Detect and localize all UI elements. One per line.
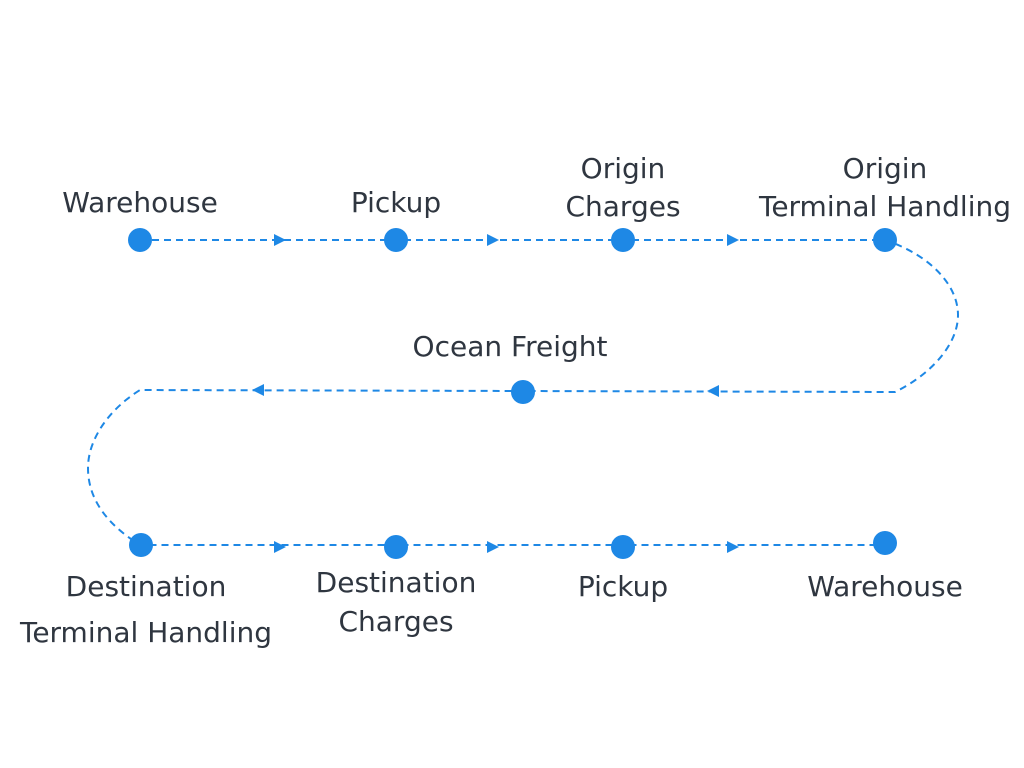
stop-label: Warehouse (62, 186, 218, 219)
stop-label-line: Charges (565, 190, 680, 223)
stop-label: Pickup (578, 570, 668, 603)
stop-label-line: Warehouse (807, 570, 963, 603)
arrow-layer (252, 234, 739, 553)
arrow-right-icon (727, 541, 739, 553)
stop-node (128, 228, 152, 252)
arrow-right-icon (487, 541, 499, 553)
stop-node (129, 533, 153, 557)
stop-node (611, 228, 635, 252)
stop-label-line: Origin (581, 152, 666, 185)
stop-node (611, 535, 635, 559)
stop-label-line: Terminal Handling (19, 616, 272, 649)
arrow-right-icon (727, 234, 739, 246)
stop-label: Pickup (351, 186, 441, 219)
stop-label-line: Warehouse (62, 186, 218, 219)
stop-label-line: Pickup (578, 570, 668, 603)
arrow-right-icon (274, 541, 286, 553)
stop-label: Warehouse (807, 570, 963, 603)
arrow-left-icon (252, 384, 264, 396)
stop-node (384, 535, 408, 559)
stop-node (384, 228, 408, 252)
stop-label: Ocean Freight (413, 330, 608, 363)
node-layer (128, 228, 897, 559)
arrow-right-icon (487, 234, 499, 246)
stop-label-line: Destination (316, 566, 477, 599)
arrow-left-icon (707, 385, 719, 397)
stop-label-line: Terminal Handling (758, 190, 1011, 223)
stop-node (511, 380, 535, 404)
stop-label-line: Charges (338, 605, 453, 638)
stop-node (873, 228, 897, 252)
stop-label-line: Origin (843, 152, 928, 185)
stop-node (873, 531, 897, 555)
arrow-right-icon (274, 234, 286, 246)
stop-label-line: Pickup (351, 186, 441, 219)
stop-label-line: Destination (66, 570, 227, 603)
stop-label-line: Ocean Freight (413, 330, 608, 363)
